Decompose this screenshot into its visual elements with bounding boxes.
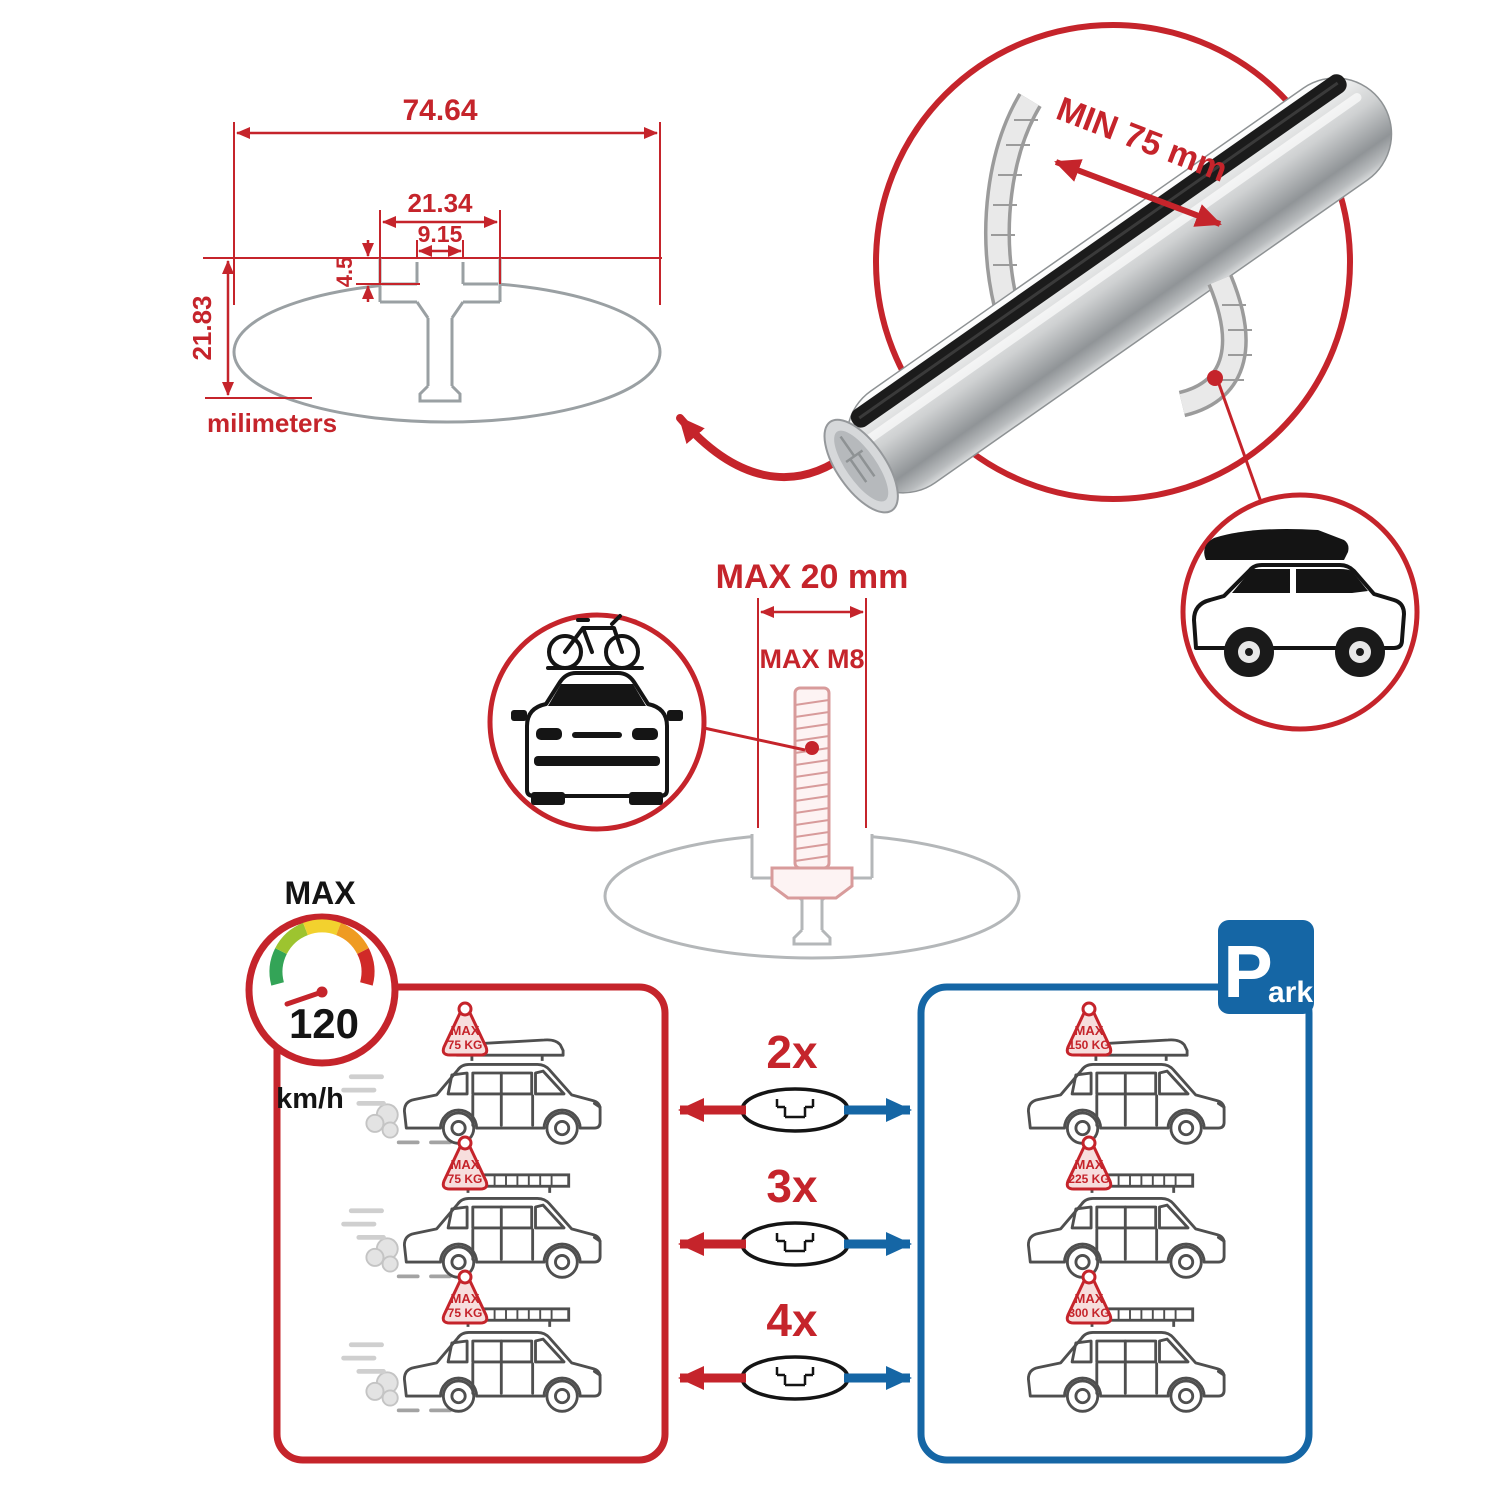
bolt-icon	[770, 686, 854, 900]
gauge-needle	[284, 989, 325, 1007]
load-comparison: MAX 120 km/h P ark 2x	[245, 875, 1314, 1464]
cross-section-diagram: 74.64 21.34 9.15 4.5 21.83 milimeters	[187, 94, 854, 482]
load-tag: MAX 75 KG	[441, 1269, 489, 1325]
driving-box	[273, 983, 669, 1464]
speed-max-label: MAX	[284, 875, 356, 911]
quantity-label-2: 4x	[766, 1294, 818, 1346]
suv-roofbox-icon	[1192, 529, 1406, 677]
parked-car-row-0: MAX 150 KG	[1026, 1001, 1226, 1145]
speed-value: 120	[289, 1000, 359, 1047]
svg-text:75 KG: 75 KG	[448, 1038, 483, 1052]
dim-channel-width: 21.34	[407, 188, 473, 218]
svg-text:MAX: MAX	[1075, 1291, 1104, 1306]
quantity-label-1: 3x	[766, 1160, 818, 1212]
units-label: milimeters	[207, 408, 337, 438]
parking-sign: P ark	[1218, 920, 1314, 1014]
callout-dot	[1207, 370, 1223, 386]
bike-icon	[546, 614, 644, 670]
suv-roofbox-circle	[1180, 492, 1420, 732]
dim-overall-height: 21.83	[187, 295, 217, 360]
load-tag: MAX 300 KG	[1065, 1269, 1113, 1325]
load-tag: MAX 75 KG	[441, 1135, 489, 1191]
quantity-column: 2x 3x 4x	[678, 1026, 912, 1401]
speed-limit-gauge: MAX 120 km/h	[245, 875, 399, 1115]
car-front-icon	[511, 671, 683, 805]
max-thread-label: MAX M8	[759, 644, 864, 674]
bar-detail-circle: MIN 75 mm	[823, 22, 1393, 514]
parked-box	[917, 983, 1313, 1464]
driving-car-row-0: MAX 75 KG	[344, 1001, 602, 1145]
parking-suffix: ark	[1268, 976, 1313, 1009]
speed-units: km/h	[276, 1083, 344, 1115]
driving-car-row-1: MAX 75 KG	[344, 1135, 602, 1279]
svg-text:MAX: MAX	[451, 1291, 480, 1306]
parked-car-row-1: MAX 225 KG	[1026, 1135, 1226, 1279]
dim-lip-depth: 4.5	[332, 257, 357, 288]
svg-text:300 KG: 300 KG	[1068, 1306, 1109, 1320]
parked-car-row-2: MAX 300 KG	[1026, 1269, 1226, 1413]
callout-dot	[805, 741, 819, 755]
svg-text:225 KG: 225 KG	[1068, 1172, 1109, 1186]
svg-text:150 KG: 150 KG	[1068, 1038, 1109, 1052]
car-bike-circle	[487, 612, 707, 832]
svg-text:75 KG: 75 KG	[448, 1172, 483, 1186]
max-bolt-width-label: MAX 20 mm	[716, 558, 909, 596]
bolt-diagram: MAX 20 mm MAX M8	[487, 558, 1021, 960]
parking-letter: P	[1223, 930, 1272, 1013]
svg-text:MAX: MAX	[451, 1157, 480, 1172]
svg-text:MAX: MAX	[1075, 1157, 1104, 1172]
load-tag: MAX 225 KG	[1065, 1135, 1113, 1191]
clamp-strap-top	[984, 93, 1042, 309]
dim-slot-width: 9.15	[418, 221, 463, 247]
svg-text:MAX: MAX	[1075, 1023, 1104, 1038]
dim-overall-width: 74.64	[402, 94, 477, 127]
svg-text:75 KG: 75 KG	[448, 1306, 483, 1320]
clamp-strap-bottom	[1178, 274, 1252, 418]
quantity-label-0: 2x	[766, 1026, 818, 1078]
svg-text:MAX: MAX	[451, 1023, 480, 1038]
load-tag: MAX 75 KG	[441, 1001, 489, 1057]
load-tag: MAX 150 KG	[1065, 1001, 1113, 1057]
pointer-arrow	[676, 414, 854, 482]
gauge-arc	[269, 919, 375, 986]
driving-car-row-2: MAX 75 KG	[344, 1269, 602, 1413]
